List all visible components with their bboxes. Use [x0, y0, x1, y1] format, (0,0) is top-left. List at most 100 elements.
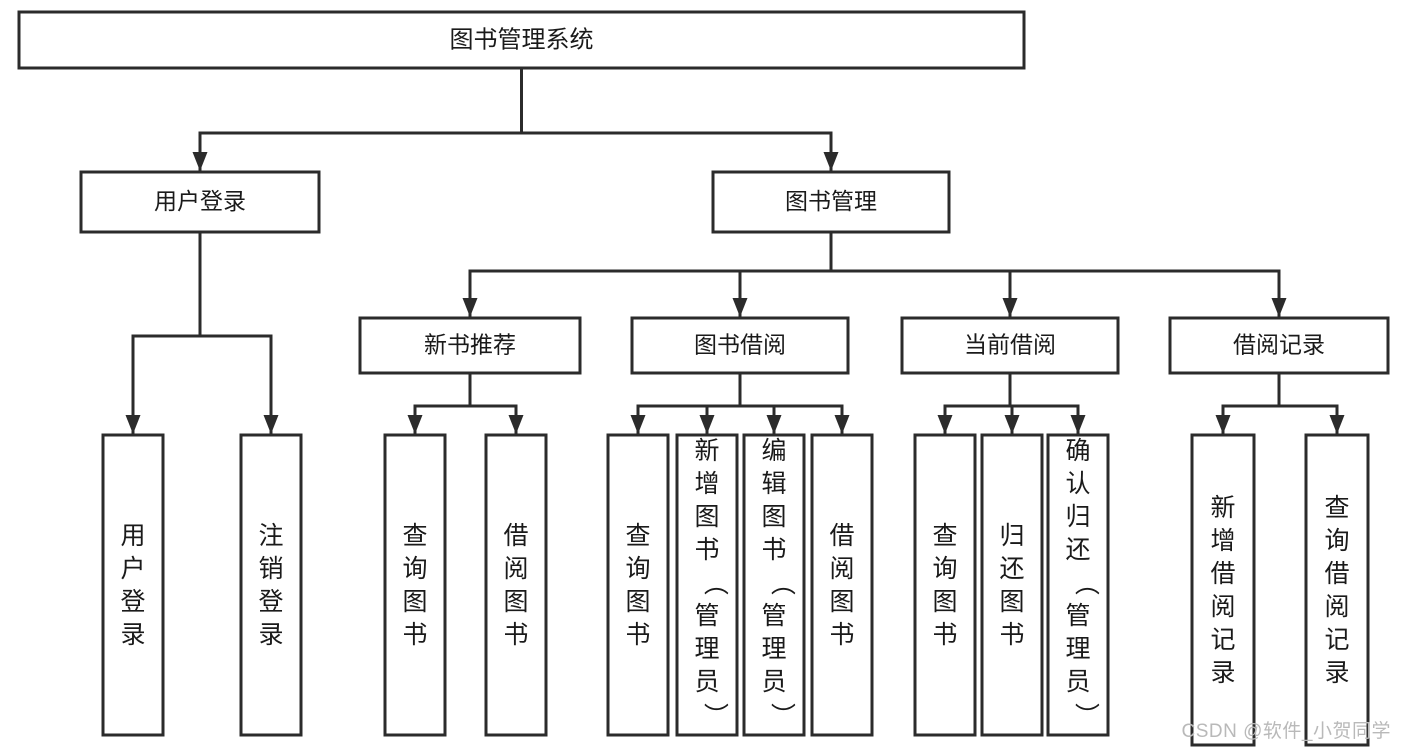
node-leaf-box-leaf-borrow-book-1[interactable]: [484, 433, 548, 737]
arrow-head-icon: [407, 415, 423, 434]
svg-text:图: 图: [503, 588, 528, 616]
svg-text:录: 录: [1324, 659, 1349, 687]
svg-text:认: 认: [1065, 470, 1090, 498]
svg-text:员: 员: [761, 668, 786, 696]
svg-text:录: 录: [120, 621, 145, 649]
svg-text:询: 询: [932, 555, 957, 583]
svg-text:阅: 阅: [1324, 593, 1349, 621]
arrow-head-icon: [699, 415, 715, 434]
svg-text:增: 增: [694, 470, 719, 498]
svg-text:员: 员: [694, 668, 719, 696]
csdn-watermark: CSDN @软件_小贺同学: [1181, 721, 1391, 742]
node-leaf-box-leaf-query-book-2[interactable]: [606, 433, 670, 737]
svg-text:管: 管: [694, 602, 719, 630]
svg-text:还: 还: [1065, 536, 1090, 564]
svg-text:查: 查: [402, 522, 427, 550]
arrow-head-icon: [1329, 415, 1345, 434]
arrow-head-icon: [508, 415, 524, 434]
svg-text:书: 书: [625, 621, 650, 649]
arrow-head-icon: [630, 415, 646, 434]
svg-text:阅: 阅: [829, 555, 854, 583]
node-root-label: 图书管理系统: [450, 26, 594, 53]
svg-text:归: 归: [1065, 503, 1090, 531]
svg-text:归: 归: [999, 522, 1024, 550]
node-leaf-box-leaf-edit-book[interactable]: [742, 433, 806, 737]
svg-text:注: 注: [258, 522, 283, 550]
svg-text:管: 管: [761, 602, 786, 630]
arrow-head-icon: [462, 298, 478, 317]
svg-text:图: 图: [694, 503, 719, 531]
svg-text:查: 查: [932, 522, 957, 550]
svg-text:记: 记: [1210, 626, 1235, 654]
node-level3-label-current-borrow: 当前借阅: [964, 332, 1056, 358]
arrow-head-icon: [766, 415, 782, 434]
node-level3-box-borrow-record[interactable]: [1168, 316, 1390, 375]
svg-text:销: 销: [258, 555, 283, 583]
svg-text:增: 增: [1210, 527, 1235, 555]
arrow-head-icon: [1215, 415, 1231, 434]
node-leaf-box-leaf-confirm-return[interactable]: [1046, 433, 1110, 737]
svg-text:（: （: [768, 570, 796, 595]
svg-text:图: 图: [402, 588, 427, 616]
svg-text:图: 图: [625, 588, 650, 616]
node-level3-label-new-book-rec: 新书推荐: [424, 332, 516, 358]
svg-text:查: 查: [625, 522, 650, 550]
node-level3-box-current-borrow[interactable]: [900, 316, 1120, 375]
node-level2-box-book-manage[interactable]: [711, 170, 951, 234]
svg-text:书: 书: [761, 536, 786, 564]
svg-text:理: 理: [1065, 635, 1090, 663]
node-leaf-box-leaf-add-record[interactable]: [1190, 433, 1256, 747]
svg-text:）: ）: [701, 702, 729, 727]
svg-text:书: 书: [402, 621, 427, 649]
node-leaf-box-leaf-borrow-book-2[interactable]: [810, 433, 874, 737]
svg-text:图: 图: [761, 503, 786, 531]
node-level3-label-book-borrow: 图书借阅: [694, 332, 786, 358]
node-leaf-box-leaf-user-logout[interactable]: [239, 433, 303, 737]
node-level3-box-book-borrow[interactable]: [630, 316, 850, 375]
svg-text:（: （: [1072, 570, 1100, 595]
svg-text:理: 理: [694, 635, 719, 663]
svg-text:录: 录: [258, 621, 283, 649]
svg-text:询: 询: [625, 555, 650, 583]
node-leaf-box-leaf-user-login[interactable]: [101, 433, 165, 737]
svg-text:辑: 辑: [761, 470, 786, 498]
arrow-head-icon: [823, 152, 839, 171]
svg-text:书: 书: [694, 536, 719, 564]
svg-text:新: 新: [1210, 494, 1235, 522]
svg-text:确: 确: [1065, 437, 1090, 465]
node-leaf-box-leaf-add-book[interactable]: [675, 433, 739, 737]
node-leaf-box-leaf-query-book-3[interactable]: [913, 433, 977, 737]
node-root-box[interactable]: [17, 10, 1026, 70]
arrow-head-icon: [263, 415, 279, 434]
node-level2-label-user-login: 用户登录: [154, 188, 246, 214]
svg-text:书: 书: [932, 621, 957, 649]
arrow-head-icon: [937, 415, 953, 434]
arrow-head-icon: [732, 298, 748, 317]
node-level3-label-borrow-record: 借阅记录: [1233, 332, 1325, 358]
arrow-head-icon: [834, 415, 850, 434]
svg-text:户: 户: [120, 555, 145, 583]
node-level2-box-user-login[interactable]: [79, 170, 321, 234]
svg-text:还: 还: [999, 555, 1024, 583]
svg-text:理: 理: [761, 635, 786, 663]
svg-text:阅: 阅: [1210, 593, 1235, 621]
svg-text:）: ）: [768, 702, 796, 727]
node-leaf-box-leaf-query-book-1[interactable]: [383, 433, 447, 737]
node-level3-box-new-book-rec[interactable]: [358, 316, 582, 375]
svg-text:询: 询: [1324, 527, 1349, 555]
svg-text:查: 查: [1324, 494, 1349, 522]
node-leaf-box-leaf-query-record[interactable]: [1304, 433, 1370, 747]
svg-text:登: 登: [120, 588, 145, 616]
svg-text:（: （: [701, 570, 729, 595]
node-leaf-box-leaf-return-book[interactable]: [980, 433, 1044, 737]
svg-text:管: 管: [1065, 602, 1090, 630]
